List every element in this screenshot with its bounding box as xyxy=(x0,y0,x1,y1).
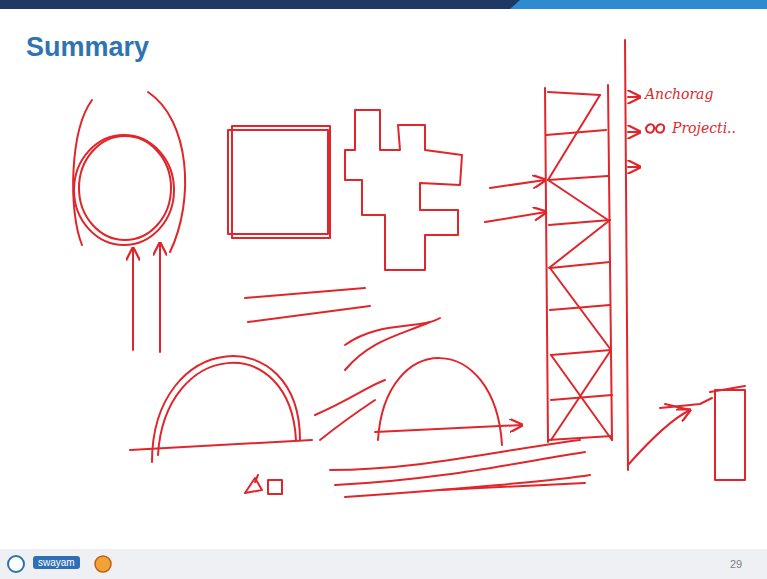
top-accent xyxy=(510,0,767,9)
handwritten-note: Anchorag xyxy=(645,86,713,102)
slide-title: Summary xyxy=(26,32,149,63)
page-number: 29 xyxy=(730,558,742,570)
top-bar xyxy=(0,0,767,9)
bottom-bar xyxy=(0,549,767,579)
logo-icon xyxy=(8,556,24,572)
handwritten-note: Projecti.. xyxy=(672,120,736,136)
logo-icon xyxy=(95,556,111,572)
logo-text: swayam xyxy=(33,556,80,569)
hand-sketch xyxy=(73,40,745,497)
